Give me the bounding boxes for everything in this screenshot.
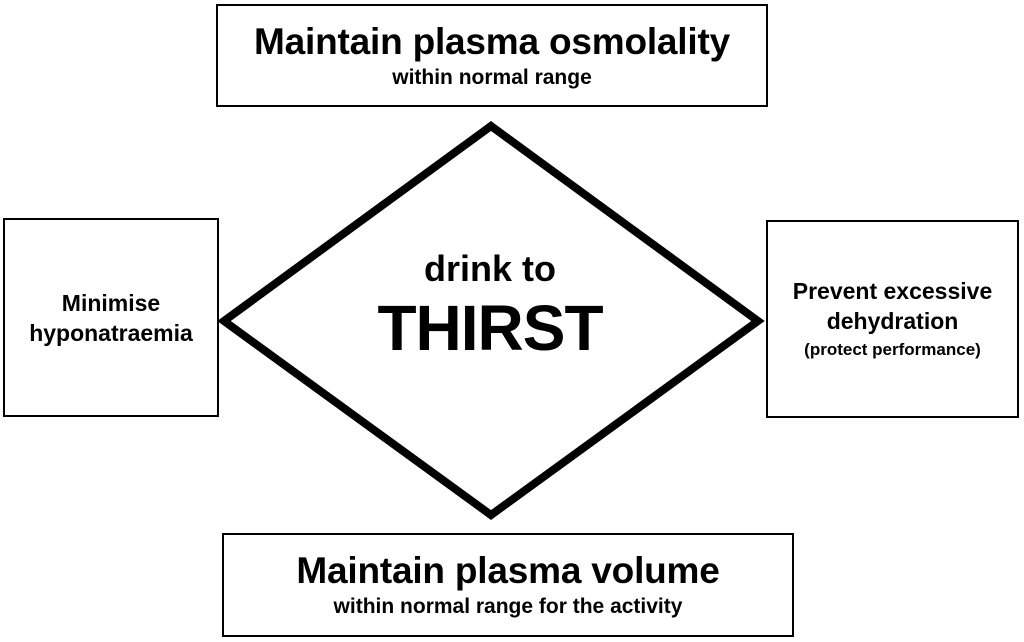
bottom-goal-title: Maintain plasma volume xyxy=(296,550,720,591)
bottom-goal-subtitle: within normal range for the activity xyxy=(333,595,683,618)
top-goal-title: Maintain plasma osmolality xyxy=(254,20,730,62)
right-goal-box: Prevent excessive dehydration (protect p… xyxy=(766,220,1019,418)
top-goal-subtitle: within normal range xyxy=(392,65,592,89)
left-goal-box: Minimise hyponatraemia xyxy=(3,218,219,417)
center-label-small: drink to xyxy=(424,248,556,289)
left-goal-line1: Minimise xyxy=(61,289,161,316)
right-goal-note: (protect performance) xyxy=(804,340,981,359)
right-goal-line2: dehydration xyxy=(826,308,959,334)
bottom-goal-box: Maintain plasma volume within normal ran… xyxy=(222,533,794,637)
left-goal-line2: hyponatraemia xyxy=(29,319,193,346)
right-goal-line1: Prevent excessive xyxy=(792,278,993,304)
top-goal-box: Maintain plasma osmolality within normal… xyxy=(216,4,768,107)
center-label-large: THIRST xyxy=(377,292,603,364)
diamond-shape xyxy=(217,121,765,520)
